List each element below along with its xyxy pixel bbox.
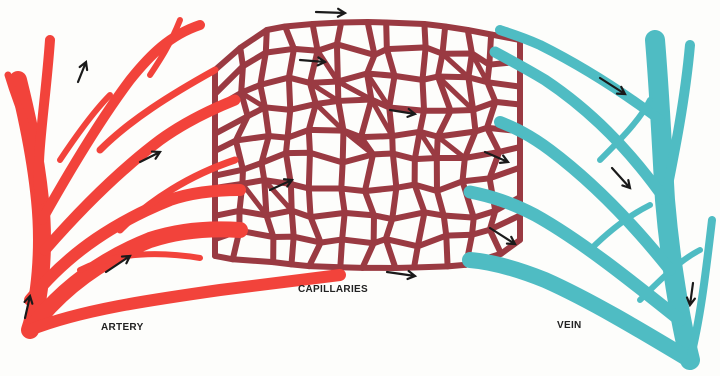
flow-arrow-icon (78, 62, 87, 82)
artery-vessel (42, 25, 200, 220)
vein-tree (470, 30, 712, 360)
capillaries-label: CAPILLARIES (298, 284, 368, 295)
flow-arrow-icon (316, 9, 345, 17)
vein-vessel (690, 220, 712, 360)
capillary-vessel (487, 35, 501, 254)
capillary-bed (215, 22, 520, 268)
vein-vessel (470, 260, 690, 360)
capillary-vessel (386, 23, 397, 268)
capillary-vessel (260, 30, 273, 262)
flow-arrow-icon (387, 271, 415, 279)
capillary-vessel (462, 30, 475, 265)
flow-arrow-icon (687, 283, 695, 305)
capillary-vessel (337, 23, 345, 268)
flow-arrow-icon (612, 168, 630, 188)
capillary-vessel (285, 27, 294, 265)
artery-label: ARTERY (101, 322, 144, 333)
capillary-vessel (438, 137, 465, 158)
vein-label: VEIN (557, 320, 582, 331)
capillary-vessel (414, 24, 426, 267)
